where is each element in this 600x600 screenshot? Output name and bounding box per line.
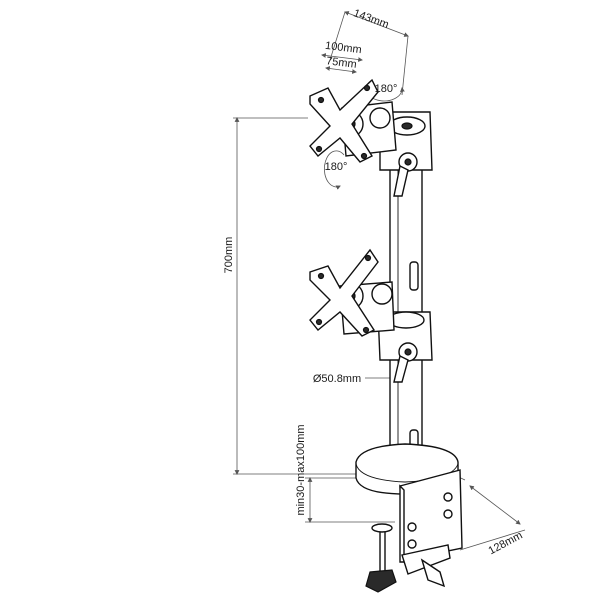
desk-clamp [355,443,463,593]
vesa-small-label: 75mm [325,55,357,71]
upper-vesa-plate [309,78,379,163]
rotate-side-label: 180° [325,161,348,173]
vesa-large-label: 100mm [324,40,362,56]
clamp-depth-label: 128mm [487,529,525,557]
desk-range-label: min30-max100mm [295,424,307,515]
rotate-top-label: 180° [375,83,398,95]
width-top-label: 143mm [352,7,391,31]
height-label: 700mm [223,237,235,274]
lower-vesa-plate [309,248,379,337]
pole-diameter-label: Ø50.8mm [313,373,361,385]
